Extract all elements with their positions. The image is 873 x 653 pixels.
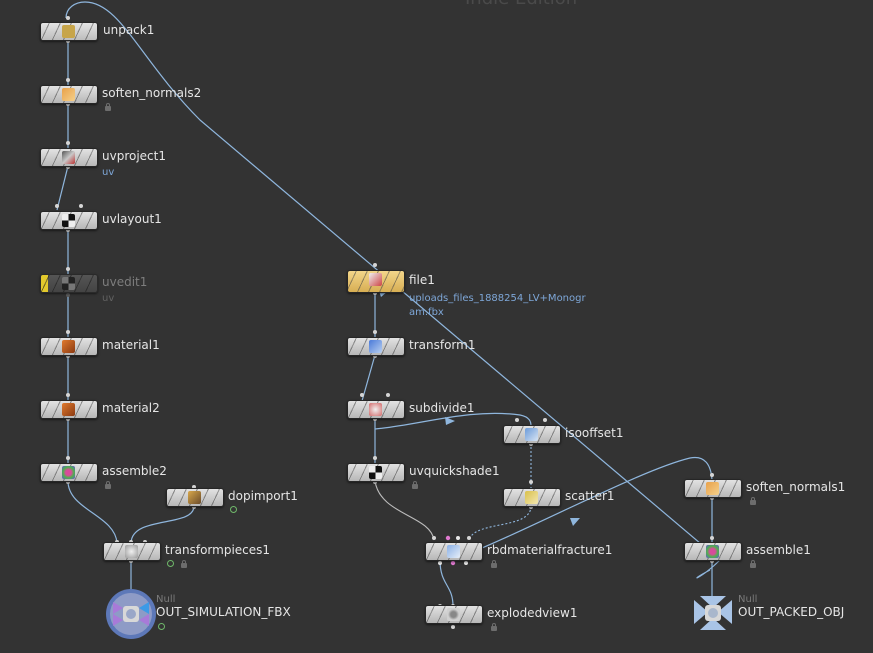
node-label: uvedit1: [102, 275, 148, 289]
subdivide-icon: [369, 403, 382, 416]
node-body[interactable]: [503, 488, 561, 507]
node-body[interactable]: [40, 211, 98, 230]
transformpieces-icon: [125, 545, 138, 558]
transform-icon: [369, 340, 382, 353]
wire-assemble2-transformpieces: [67, 480, 118, 544]
assemble-icon: [62, 466, 75, 479]
node-label: assemble2: [102, 464, 167, 478]
assemble-icon: [706, 545, 719, 558]
file-icon: [369, 273, 382, 286]
node-body[interactable]: [425, 542, 483, 561]
edition-watermark: Indie Edition: [465, 0, 577, 9]
node-label: explodedview1: [487, 606, 578, 620]
node-body[interactable]: [40, 337, 98, 356]
status-ring-icon: [230, 506, 237, 513]
null-type-label: Null: [738, 594, 758, 605]
node-label: transform1: [409, 338, 476, 352]
node-body[interactable]: [347, 463, 405, 482]
node-label: transformpieces1: [165, 543, 271, 557]
node-label: assemble1: [746, 543, 811, 557]
uvedit-icon: [62, 277, 75, 290]
node-body[interactable]: [40, 463, 98, 482]
wire-transform-subdivide: [361, 354, 376, 402]
wire-uvquickshade-rbd: [374, 480, 435, 541]
node-label: isooffset1: [565, 426, 624, 440]
node-label: uvproject1: [102, 149, 166, 163]
null-node-icon[interactable]: [105, 588, 159, 640]
node-label: subdivide1: [409, 401, 475, 415]
node-body[interactable]: [684, 542, 742, 561]
wire-arrow-1: [445, 417, 455, 425]
node-body[interactable]: [347, 270, 405, 293]
dopimport-icon: [188, 491, 201, 504]
node-label: soften_normals1: [746, 480, 846, 494]
node-label: material2: [102, 401, 160, 415]
node-label: uvlayout1: [102, 212, 162, 226]
node-sublabel: uv: [102, 293, 115, 304]
node-body[interactable]: [40, 148, 98, 167]
lock-icon: [491, 623, 497, 631]
null-type-label: Null: [156, 594, 176, 605]
node-body[interactable]: [347, 400, 405, 419]
node-body[interactable]: [103, 542, 161, 561]
node-body[interactable]: [40, 400, 98, 419]
soften-normals-icon: [62, 88, 75, 101]
soften-normals-icon: [706, 482, 719, 495]
status-ring-icon: [158, 623, 165, 630]
node-label: unpack1: [103, 23, 155, 37]
lock-icon: [491, 560, 497, 568]
lock-icon: [105, 481, 111, 489]
wire-unpack-long: [65, 1, 721, 579]
lock-icon: [412, 481, 418, 489]
material-icon: [62, 340, 75, 353]
rbdmaterialfracture-icon: [447, 545, 460, 558]
node-body[interactable]: [347, 337, 405, 356]
node-label: OUT_SIMULATION_FBX: [156, 605, 291, 619]
wire-dopimport-transformpieces: [130, 505, 195, 544]
node-sublabel: uv: [102, 167, 115, 178]
status-ring-icon: [167, 560, 174, 567]
node-body[interactable]: [40, 22, 98, 41]
node-body[interactable]: [40, 85, 98, 104]
node-body[interactable]: [166, 488, 224, 507]
node-out-simulation-fbx[interactable]: Null OUT_SIMULATION_FBX: [105, 588, 291, 644]
wire-rbd-crossing: [452, 456, 713, 561]
wire-uvproject-uvlayout: [56, 165, 69, 211]
scatter-icon: [525, 491, 538, 504]
node-body[interactable]: [503, 425, 561, 444]
node-label: material1: [102, 338, 160, 352]
node-label: uvquickshade1: [409, 464, 500, 478]
node-body[interactable]: [425, 605, 483, 624]
node-label: scatter1: [565, 489, 615, 503]
node-label: file1: [409, 273, 435, 287]
node-label: rbdmaterialfracture1: [487, 543, 613, 557]
uvproject-icon: [62, 151, 75, 164]
wire-arrow-2: [570, 518, 580, 526]
wire-scatter-rbd-dashed: [468, 505, 532, 541]
unpack-icon: [62, 25, 75, 38]
uvquickshade-icon: [369, 466, 382, 479]
node-out-packed-obj[interactable]: Null OUT_PACKED_OBJ: [690, 592, 844, 640]
node-sublabel-2: am.fbx: [409, 307, 444, 318]
node-body[interactable]: [40, 274, 98, 293]
node-sublabel: uploads_files_1888254_LV+Monogr: [409, 293, 586, 304]
wire-subdivide-isooffset: [374, 412, 532, 430]
isooffset-icon: [525, 428, 538, 441]
lock-icon: [750, 497, 756, 505]
explodedview-icon: [447, 608, 460, 621]
lock-icon: [105, 103, 111, 111]
uvlayout-icon: [62, 214, 75, 227]
node-body[interactable]: [684, 479, 742, 498]
wire-rbd-explodedview: [439, 559, 454, 607]
lock-icon: [181, 560, 187, 568]
node-label: dopimport1: [228, 489, 298, 503]
null-node-icon[interactable]: [690, 592, 736, 636]
node-label: soften_normals2: [102, 86, 202, 100]
material-icon: [62, 403, 75, 416]
lock-icon: [750, 560, 756, 568]
node-label: OUT_PACKED_OBJ: [738, 605, 845, 619]
